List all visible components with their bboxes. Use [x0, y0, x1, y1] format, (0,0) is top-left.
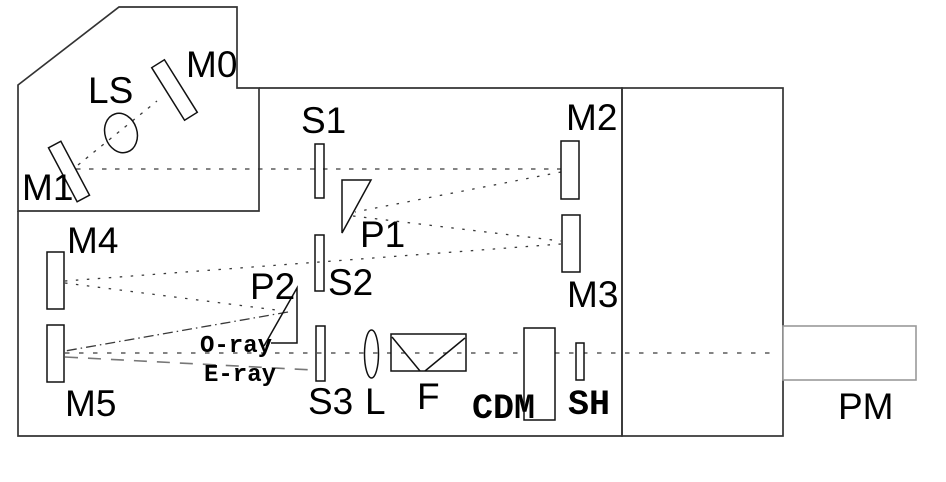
pm-housing	[782, 325, 917, 381]
label-pm: PM	[838, 386, 894, 427]
lamp-chamber-outline	[17, 6, 260, 212]
filter-f	[390, 333, 467, 372]
label-m5: M5	[65, 383, 116, 424]
filter-f-box	[390, 333, 467, 372]
label-m2: M2	[566, 97, 617, 138]
labels: LS M0 M1 S1 M2 P1 S2 M3 M4 P2 M5 S3 L F …	[22, 44, 894, 429]
detector-enclosure-outline	[621, 87, 784, 437]
enclosures	[17, 6, 917, 437]
mirror-m1	[47, 140, 91, 203]
beam-e-ray	[64, 356, 314, 371]
beam-ls-to-m0	[77, 100, 158, 166]
label-sh: SH	[568, 385, 610, 425]
mirror-m3	[561, 214, 581, 273]
slit-s1	[314, 143, 325, 199]
beam-m3-s2-m4	[64, 243, 562, 282]
beam-m4-to-p2	[64, 282, 285, 312]
cdm-unit	[523, 327, 556, 421]
shutter-sh	[575, 342, 585, 381]
label-m0: M0	[186, 44, 237, 85]
slit-s2	[314, 234, 325, 292]
components	[46, 58, 585, 421]
label-s1: S1	[301, 100, 346, 141]
label-ls: LS	[88, 70, 133, 111]
mirror-m4	[46, 251, 65, 310]
label-f: F	[417, 376, 440, 417]
filter-f-vee-left	[391, 336, 421, 372]
label-m1: M1	[22, 167, 73, 208]
label-m3: M3	[567, 274, 618, 315]
label-s3: S3	[308, 381, 353, 422]
label-s2: S2	[328, 262, 373, 303]
beam-m2-to-p1	[354, 171, 562, 213]
prism-p2	[263, 285, 298, 347]
light-source-ls	[103, 112, 139, 154]
mirror-m5	[46, 324, 65, 383]
mirror-m2	[560, 140, 580, 200]
label-m4: M4	[67, 220, 118, 261]
label-p1: P1	[360, 214, 405, 255]
slit-s3	[315, 325, 326, 382]
beam-p1-to-m3	[352, 215, 562, 242]
label-e-ray: E-ray	[204, 362, 276, 389]
beam-paths	[64, 100, 778, 371]
lens-l	[363, 329, 380, 379]
label-cdm: CDM	[472, 389, 535, 429]
prism-p1	[341, 179, 373, 234]
label-p2: P2	[250, 266, 295, 307]
label-l: L	[365, 381, 386, 422]
label-o-ray: O-ray	[200, 333, 272, 360]
mirror-m0	[150, 58, 199, 122]
filter-f-vee-right	[424, 337, 466, 372]
